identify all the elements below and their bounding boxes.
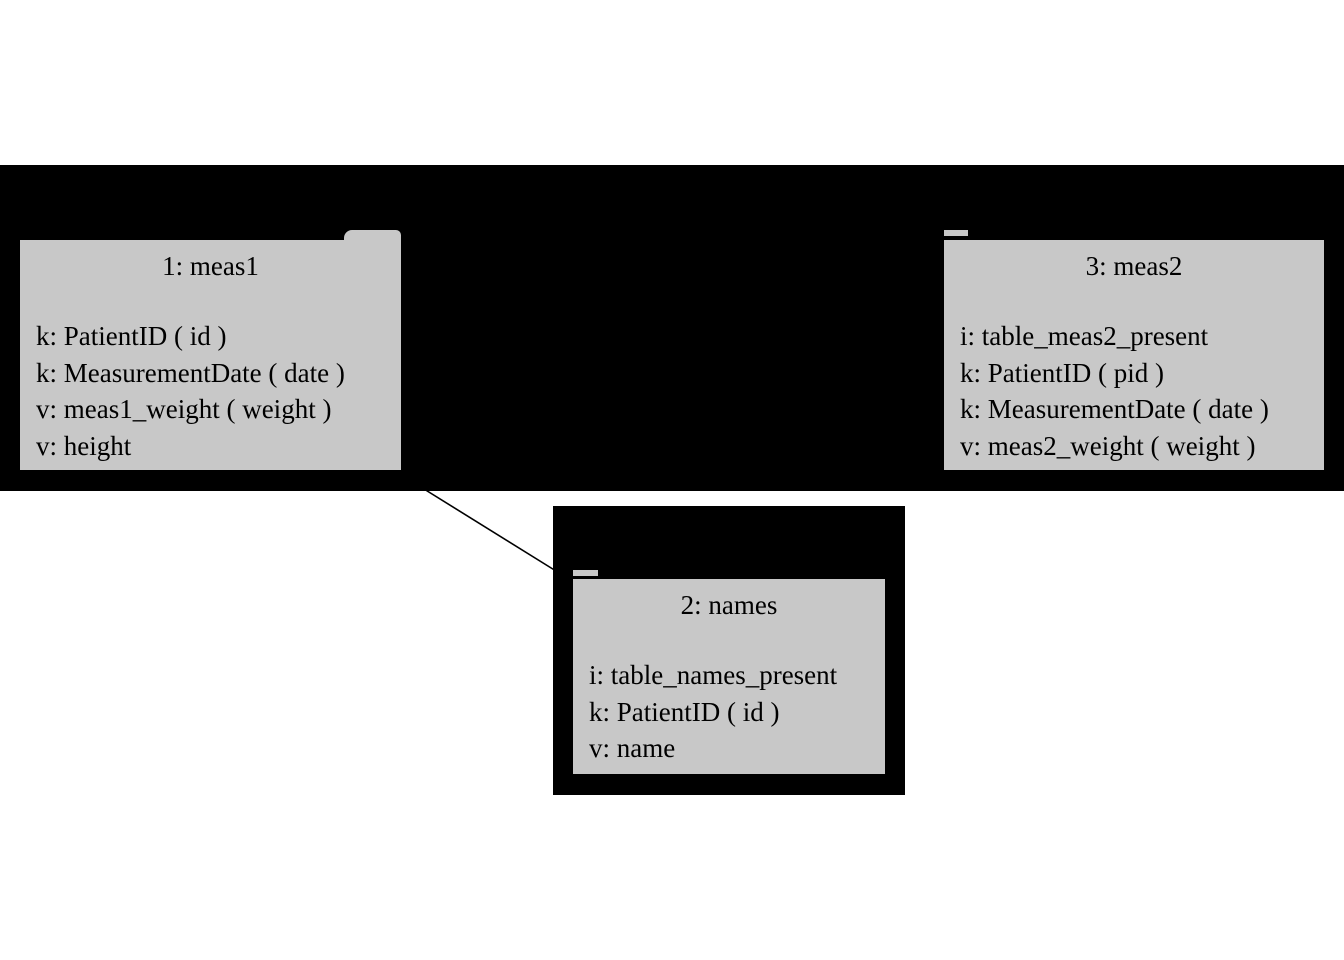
node-field: v: meas1_weight ( weight )	[36, 394, 332, 424]
node-field: v: meas2_weight ( weight )	[960, 430, 1256, 461]
node-field: i: table_names_present	[589, 660, 838, 690]
table-node-meas1: 1: meas1 k: PatientID ( id ) k: Measurem…	[20, 240, 401, 470]
table-node-names: 2: names i: table_names_present k: Patie…	[573, 579, 885, 774]
node-title: 1: meas1	[162, 251, 259, 281]
node-field-list: k: PatientID ( id ) k: MeasurementDate (…	[36, 318, 345, 464]
node-field: v: name	[589, 733, 676, 763]
node-field: k: PatientID ( pid )	[960, 357, 1164, 388]
node-tab	[944, 230, 968, 236]
node-field: k: PatientID ( id )	[36, 321, 227, 351]
node-field: v: height	[36, 430, 132, 461]
node-title: 2: names	[680, 590, 778, 620]
node-field: k: MeasurementDate ( date )	[36, 357, 345, 388]
table-node-meas2: 3: meas2 i: table_meas2_present k: Patie…	[944, 240, 1324, 470]
node-field: i: table_meas2_present	[960, 321, 1209, 351]
node-field-list: i: table_names_present k: PatientID ( id…	[589, 657, 837, 767]
node-title: 3: meas2	[1085, 251, 1183, 281]
node-field: k: PatientID ( id )	[589, 696, 780, 727]
node-tab	[573, 570, 598, 576]
node-tab	[344, 230, 401, 242]
node-field-list: i: table_meas2_present k: PatientID ( pi…	[960, 318, 1269, 464]
edge-meas1-to-names	[423, 488, 557, 572]
node-field: k: MeasurementDate ( date )	[960, 394, 1269, 424]
